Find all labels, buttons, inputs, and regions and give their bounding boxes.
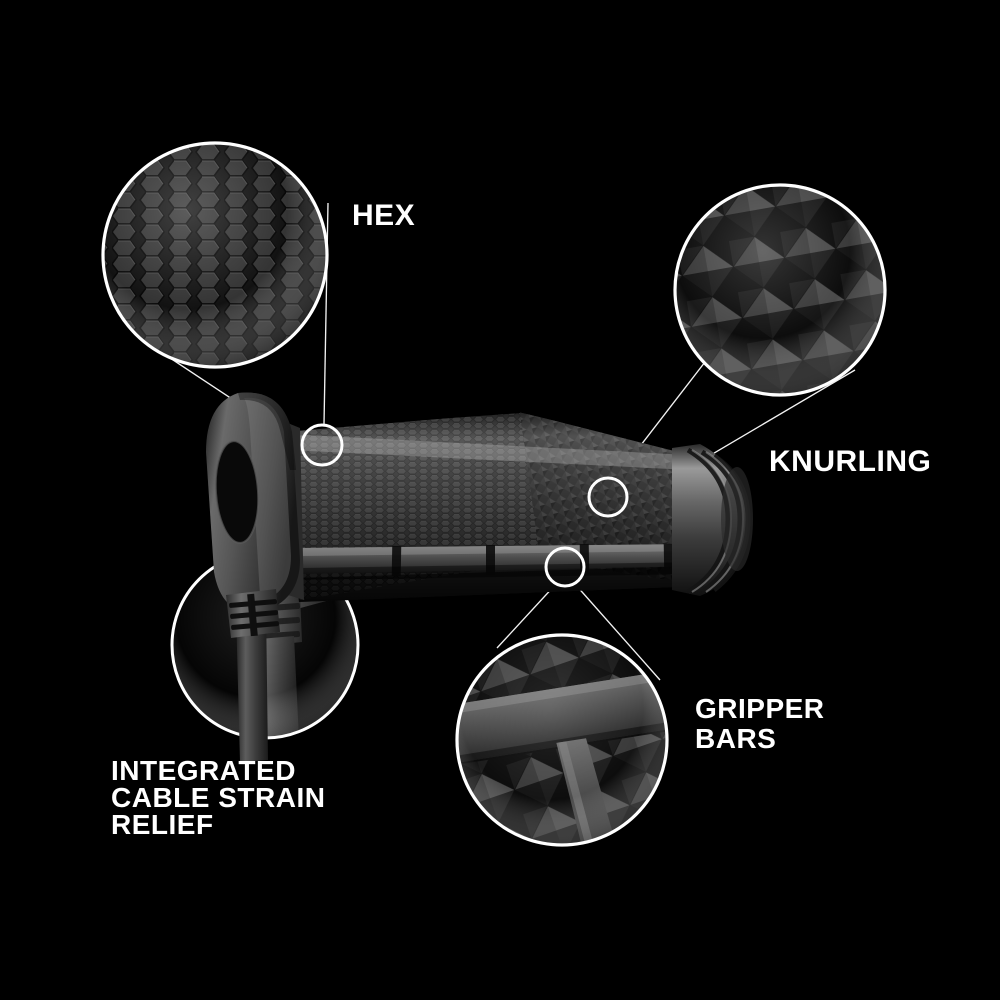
product-grip (206, 392, 753, 762)
gripper-line-2: BARS (695, 723, 777, 754)
power-cable (236, 606, 268, 762)
flange-hole (215, 441, 259, 543)
marker-hex (300, 423, 344, 467)
gripper-line-1: GRIPPER (695, 693, 825, 724)
magnifier-knurling-ring (673, 183, 887, 397)
marker-gripper-bars (544, 546, 586, 588)
magnifier-hex (101, 141, 329, 369)
strain-line-2: CABLE STRAIN (111, 782, 326, 813)
magnifier-gripper-ring (455, 633, 669, 847)
marker-knurling (587, 476, 629, 518)
leader-gripper-b (574, 583, 661, 681)
gripper-bars (300, 543, 701, 580)
strain-line-1: INTEGRATED (111, 755, 296, 786)
leader-gripper-a (496, 583, 557, 649)
end-flange (206, 392, 304, 613)
callout-label-knurling: KNURLING (769, 445, 932, 478)
feature-markers (300, 423, 629, 588)
cable-strain-relief (226, 589, 280, 638)
knurling-section (520, 412, 700, 585)
magnifier-knurling (673, 183, 887, 397)
grip-body (283, 412, 701, 602)
magnifier-hex-ring (101, 141, 329, 369)
callout-label-hex: HEX (352, 199, 416, 232)
strain-line-3: RELIEF (111, 809, 214, 840)
end-cap (672, 444, 753, 596)
